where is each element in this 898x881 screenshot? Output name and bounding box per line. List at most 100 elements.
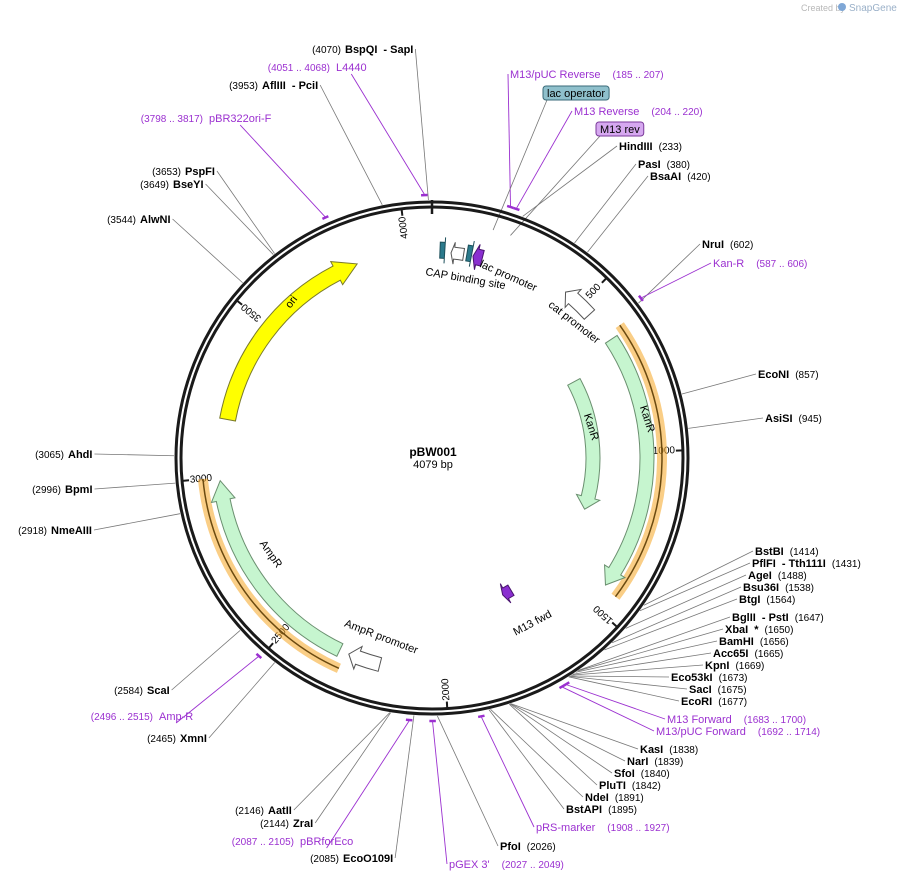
site-pos-bspqi: (4070): [312, 45, 341, 56]
site-name-pluti[interactable]: PluTI: [599, 780, 626, 792]
primer-leader-prs-marker: [481, 717, 535, 828]
ori-feature[interactable]: [219, 260, 359, 422]
leader-alwni: [172, 218, 243, 284]
ampr-promoter-feature[interactable]: [348, 645, 383, 672]
site-name-bseyi[interactable]: BseYI: [173, 179, 204, 191]
site-pos-bstapi: (1895): [608, 805, 637, 816]
site-name-bpmi[interactable]: BpmI: [65, 484, 93, 496]
primer-name-m13-puc-reverse[interactable]: M13/pUC Reverse: [510, 69, 600, 81]
site-pos-bamhi: (1656): [760, 637, 789, 648]
primer-name-l4440[interactable]: L4440: [336, 62, 367, 74]
leader-xmni: [208, 662, 276, 739]
site-extra-afliii[interactable]: - PciI: [292, 80, 318, 92]
primer-name-kan-r[interactable]: Kan-R: [713, 258, 744, 270]
site-name-ecori[interactable]: EcoRI: [681, 696, 712, 708]
site-name-pasi[interactable]: PasI: [638, 159, 661, 171]
primer-name-pbrforeco[interactable]: pBRforEco: [300, 836, 353, 848]
leader-ndei: [490, 708, 584, 798]
site-name-pfoi[interactable]: PfoI: [500, 841, 521, 853]
site-name-ndei[interactable]: NdeI: [585, 792, 609, 804]
leader-kpni: [571, 664, 704, 676]
primer-name-pbr322ori-f[interactable]: pBR322ori-F: [209, 113, 272, 125]
lac-operator-leader: [492, 99, 548, 231]
site-name-pflfi[interactable]: PflFI: [752, 558, 776, 570]
primer-mark-amp-r[interactable]: [255, 652, 263, 660]
leader-nari: [510, 703, 626, 762]
site-name-nmeaiii[interactable]: NmeAIII: [51, 525, 92, 537]
site-extra-bspqi[interactable]: - SapI: [383, 44, 413, 56]
site-name-ecoo109i[interactable]: EcoO109I: [343, 853, 393, 865]
site-name-xmni[interactable]: XmnI: [180, 733, 207, 745]
lac-promoter-feature[interactable]: [450, 242, 466, 265]
primer-mark-pbr322ori-f[interactable]: [321, 215, 329, 221]
site-name-bstbi[interactable]: BstBI: [755, 546, 784, 558]
site-name-btgi[interactable]: BtgI: [739, 594, 760, 606]
leader-econi: [681, 373, 757, 395]
site-name-kasi[interactable]: KasI: [640, 744, 663, 756]
primer-mark-pbrforeco[interactable]: [405, 718, 413, 722]
site-name-pspfi[interactable]: PspFI: [185, 166, 215, 178]
site-name-bspqi[interactable]: BspQI: [345, 44, 377, 56]
lac-operator-feature[interactable]: [465, 240, 475, 267]
primer-name-m13-reverse[interactable]: M13 Reverse: [574, 106, 639, 118]
site-extra-bglii[interactable]: - PstI: [762, 612, 789, 624]
m13-rev-box[interactable]: [595, 121, 645, 137]
primer-mark-m13-forward[interactable]: [563, 681, 570, 687]
site-name-scai[interactable]: ScaI: [147, 685, 170, 697]
site-pos-pspfi: (3653): [152, 167, 181, 178]
site-name-econi[interactable]: EcoNI: [758, 369, 789, 381]
site-name-zrai[interactable]: ZraI: [293, 818, 313, 830]
tick-4000: [400, 207, 404, 216]
site-name-bglii[interactable]: BglII: [732, 612, 756, 624]
site-name-ahdi[interactable]: AhdI: [68, 449, 92, 461]
ampr-feature[interactable]: [210, 479, 344, 658]
m13-fwd-feature[interactable]: [499, 583, 515, 604]
plasmid-name: pBW001: [409, 445, 457, 459]
site-name-bamhi[interactable]: BamHI: [719, 636, 754, 648]
site-name-nari[interactable]: NarI: [627, 756, 648, 768]
primer-name-amp-r[interactable]: Amp-R: [159, 711, 193, 723]
kanr-outer-feature[interactable]: [603, 334, 655, 586]
site-extra-pflfi[interactable]: - Tth111I: [782, 558, 826, 570]
site-name-alwni[interactable]: AlwNI: [140, 214, 171, 226]
site-name-aatii[interactable]: AatII: [268, 805, 292, 817]
site-name-sfoi[interactable]: SfoI: [614, 768, 635, 780]
site-name-bstapi[interactable]: BstAPI: [566, 804, 602, 816]
site-name-asisi[interactable]: AsiSI: [765, 413, 793, 425]
site-pos-kpni: (1669): [735, 661, 764, 672]
primer-mark-m13-puc-reverse[interactable]: [506, 204, 514, 210]
site-pos-aatii: (2146): [235, 806, 264, 817]
lac-operator-box[interactable]: [542, 85, 610, 101]
primer-mark-kan-r[interactable]: [637, 294, 644, 302]
site-pos-asisi: (945): [799, 414, 822, 425]
site-name-nrui[interactable]: NruI: [702, 239, 724, 251]
site-name-kpni[interactable]: KpnI: [705, 660, 729, 672]
leader-pflfi: [639, 562, 751, 612]
site-name-saci[interactable]: SacI: [689, 684, 712, 696]
site-extra-xbai[interactable]: *: [754, 624, 759, 636]
site-pos-bglii: (1647): [795, 613, 824, 624]
leader-btgi: [604, 598, 738, 651]
site-name-afliii[interactable]: AflIII: [262, 80, 286, 92]
site-name-agei[interactable]: AgeI: [748, 570, 772, 582]
site-name-hindiii[interactable]: HindIII: [619, 141, 653, 153]
site-name-acc65i[interactable]: Acc65I: [713, 648, 748, 660]
site-name-eco53ki[interactable]: Eco53kI: [671, 672, 713, 684]
cat-promoter-feature[interactable]: [564, 288, 596, 320]
cap-binding-site-feature[interactable]: [439, 237, 447, 264]
site-name-bsu36i[interactable]: Bsu36I: [743, 582, 779, 594]
site-pos-pluti: (1842): [632, 781, 661, 792]
primer-name-m13-puc-forward[interactable]: M13/pUC Forward: [656, 726, 746, 738]
primer-name-prs-marker[interactable]: pRS-marker: [536, 822, 596, 834]
primer-mark-prs-marker[interactable]: [477, 714, 485, 719]
tick-2500: [267, 642, 274, 650]
primer-name-pgex-3[interactable]: pGEX 3': [449, 859, 490, 871]
site-name-xbai[interactable]: XbaI: [725, 624, 748, 636]
site-name-bsaai[interactable]: BsaAI: [650, 171, 681, 183]
leader-ahdi: [94, 453, 175, 457]
primer-mark-m13-reverse[interactable]: [512, 206, 520, 212]
m13-rev-feature[interactable]: [472, 244, 485, 270]
kanr-inner-feature[interactable]: [567, 377, 602, 510]
site-pos-bseyi: (3649): [140, 180, 169, 191]
primer-name-m13-forward[interactable]: M13 Forward: [667, 714, 732, 726]
